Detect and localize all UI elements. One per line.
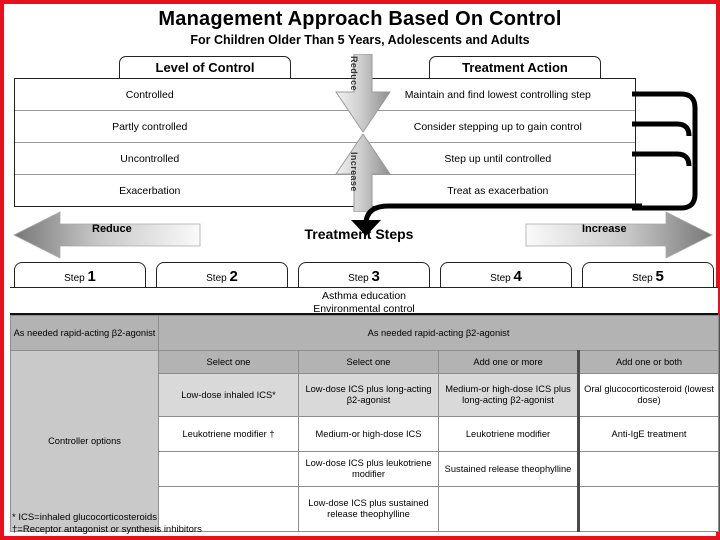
step-word: Step	[632, 273, 653, 284]
option-row-4: Low-dose ICS plus sustained release theo…	[11, 486, 720, 532]
step-box-3[interactable]: Step 3	[298, 262, 430, 288]
step-box-1[interactable]: Step 1	[14, 262, 146, 288]
page-subtitle: For Children Older Than 5 Years, Adolesc…	[190, 33, 530, 47]
option-row-3: Low-dose ICS plus leukotriene modifier S…	[11, 451, 720, 487]
level-cell: Exacerbation	[119, 184, 181, 197]
option-cell: Leukotriene modifier	[438, 416, 580, 452]
education-line-2: Environmental control	[313, 303, 415, 315]
step-number: 2	[229, 268, 238, 285]
step-word: Step	[490, 273, 511, 284]
option-cell: Medium-or high-dose ICS	[298, 416, 439, 452]
treatment-steps-down-arrow-icon	[351, 203, 642, 236]
reliever-steps2to5-cell: As needed rapid-acting β2-agonist	[157, 315, 720, 351]
option-cell: Low-dose inhaled ICS*	[158, 373, 299, 417]
reduce-left-arrow-icon	[13, 211, 201, 259]
option-cell: Leukotriene modifier †	[158, 416, 299, 452]
step-box-5[interactable]: Step 5	[582, 262, 714, 288]
step-number: 1	[87, 268, 96, 285]
page-title: Management Approach Based On Control	[158, 8, 562, 30]
footnotes: * ICS=inhaled glucocorticosteroids †=Rec…	[12, 512, 412, 536]
treatment-grid: As needed rapid-acting β2-agonist As nee…	[10, 315, 720, 532]
control-table: Controlled Maintain and find lowest cont…	[14, 78, 636, 207]
reliever-step1-cell: As needed rapid-acting β2-agonist	[10, 315, 159, 351]
increase-horizontal-label: Increase	[582, 223, 627, 235]
column-header-row: Controller options Select one Select one…	[10, 350, 720, 532]
option-cell: Sustained release theophylline	[438, 451, 580, 487]
step-label-4: Step 4	[441, 268, 571, 285]
footnote-dagger: †=Receptor antagonist or synthesis inhib…	[12, 524, 202, 535]
action-cell: Consider stepping up to gain control	[360, 110, 635, 143]
action-cell: Step up until controlled	[360, 142, 635, 175]
col-header-step4: Add one or more	[438, 350, 580, 374]
option-cell	[438, 486, 580, 532]
table-row: Controlled Maintain and find lowest cont…	[15, 79, 635, 111]
step-number: 3	[371, 268, 380, 285]
table-row: Uncontrolled Step up until controlled	[15, 142, 635, 175]
option-cell: Medium-or high-dose ICS plus long-acting…	[438, 373, 580, 417]
level-cell: Partly controlled	[15, 110, 285, 143]
header-treatment-action: Treatment Action	[429, 56, 601, 79]
education-line-1: Asthma education	[321, 290, 407, 302]
level-cell: Uncontrolled	[15, 142, 285, 175]
arrow-gap	[284, 110, 361, 143]
level-cell: Controlled	[15, 79, 285, 111]
col-header-step2: Select one	[158, 350, 299, 374]
reliever-row: As needed rapid-acting β2-agonist As nee…	[10, 315, 720, 351]
footnote-ics: * ICS=inhaled glucocorticosteroids	[12, 512, 157, 523]
action-cell: Treat as exacerbation	[447, 184, 549, 197]
step-word: Step	[206, 273, 227, 284]
header-level-of-control: Level of Control	[119, 56, 291, 79]
increase-vertical-label: Increase	[349, 152, 359, 192]
step-number: 4	[513, 268, 522, 285]
col-header-step5: Add one or both	[577, 350, 720, 374]
table-row: Partly controlled Consider stepping up t…	[15, 110, 635, 143]
option-cell: Low-dose ICS plus leukotriene modifier	[298, 451, 439, 487]
option-cell	[577, 451, 720, 487]
col-header-step3: Select one	[298, 350, 439, 374]
option-cell: Anti-IgE treatment	[577, 416, 720, 452]
step-box-2[interactable]: Step 2	[156, 262, 288, 288]
reliever-step1-label: As needed rapid-acting β2-agonist	[13, 327, 156, 338]
step-label-5: Step 5	[583, 268, 713, 285]
option-row-2: Leukotriene modifier † Medium-or high-do…	[11, 416, 720, 452]
step-word: Step	[348, 273, 369, 284]
step-label-1: Step 1	[15, 268, 145, 285]
step-label-2: Step 2	[157, 268, 287, 285]
education-band: Asthma education Environmental control	[10, 287, 718, 315]
step-box-4[interactable]: Step 4	[440, 262, 572, 288]
option-cell: Low-dose ICS plus long-acting β2-agonist	[298, 373, 439, 417]
option-cell	[158, 451, 299, 487]
reliever-steps2to5-label: As needed rapid-acting β2-agonist	[367, 327, 510, 338]
reduce-horizontal-label: Reduce	[92, 223, 132, 235]
reduce-vertical-label: Reduce	[349, 56, 359, 91]
controller-options-label: Controller options	[10, 350, 159, 532]
option-cell	[577, 486, 720, 532]
step-word: Step	[64, 273, 85, 284]
increase-right-arrow-icon	[525, 211, 713, 259]
option-cell: Oral glucocorticosteroid (lowest dose)	[577, 373, 720, 417]
treatment-steps-title: Treatment Steps	[304, 226, 414, 242]
option-cell: Low-dose ICS plus sustained release theo…	[298, 486, 439, 532]
table-row: Exacerbation Treat as exacerbation	[15, 175, 635, 207]
control-to-steps-connector-icon	[632, 91, 698, 211]
step-number: 5	[655, 268, 664, 285]
action-cell: Maintain and find lowest controlling ste…	[360, 79, 635, 111]
step-label-3: Step 3	[299, 268, 429, 285]
option-cell	[158, 486, 299, 532]
